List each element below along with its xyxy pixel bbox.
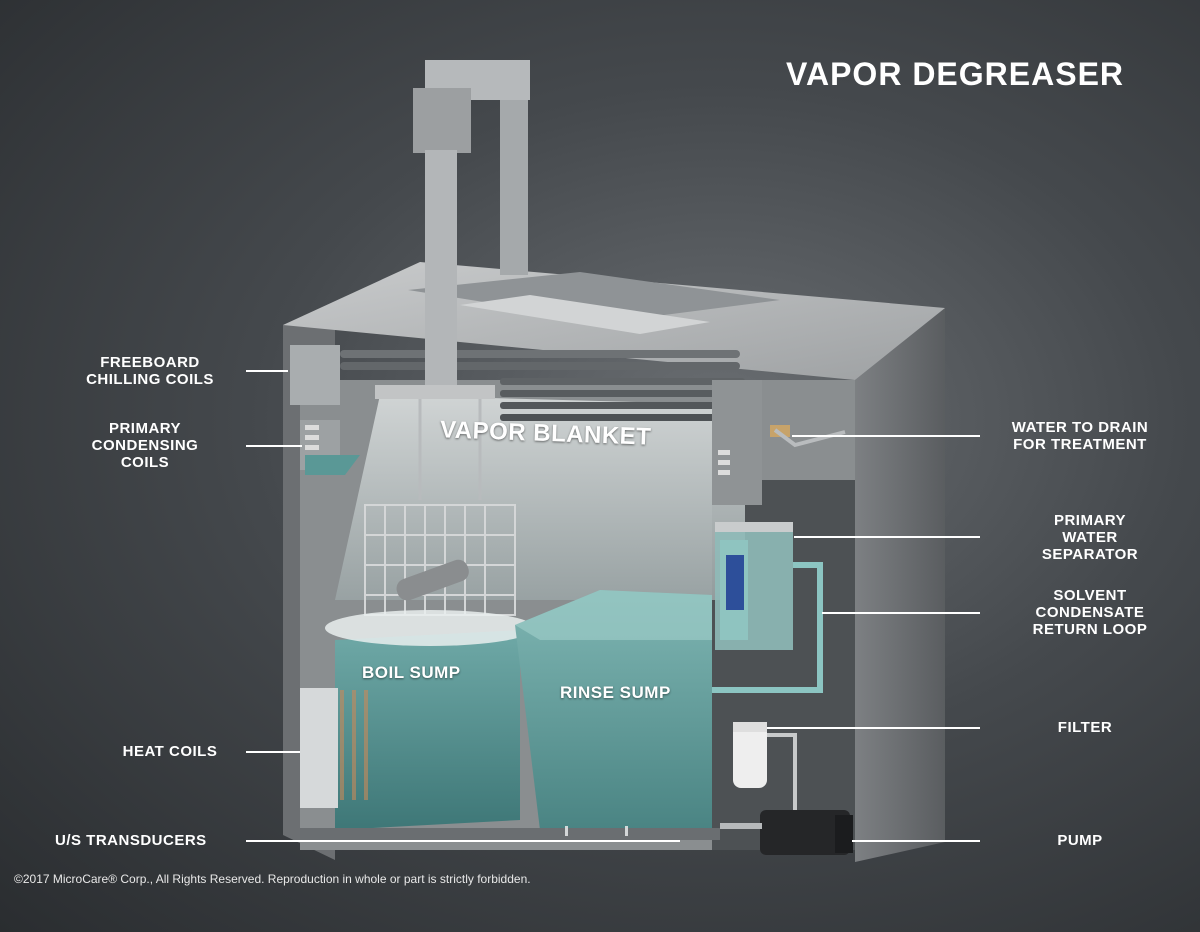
callout-water-to-drain: WATER TO DRAIN FOR TREATMENT (1011, 419, 1149, 453)
leader-line-condensing (246, 445, 302, 447)
transducers (565, 826, 628, 836)
callout-freeboard-coils: FREEBOARD CHILLING COILS (86, 354, 214, 388)
return-loop-pipe (712, 562, 823, 693)
heat-coil-elements (340, 690, 368, 800)
callout-solvent-condensate-return: SOLVENT CONDENSATE RETURN LOOP (1032, 587, 1148, 638)
copyright-notice: ©2017 MicroCare® Corp., All Rights Reser… (14, 872, 531, 886)
condensing-coils-left (300, 420, 360, 475)
filter-unit (733, 722, 797, 815)
leader-line-filter (767, 727, 980, 729)
leader-line-return-loop (822, 612, 980, 614)
callout-heat-coils: HEAT COILS (122, 743, 218, 760)
callout-pump: PUMP (1057, 832, 1103, 849)
boil-foam (325, 610, 535, 646)
diagram-title: VAPOR DEGREASER (786, 56, 1125, 92)
pump-unit (720, 810, 853, 855)
leader-line-water-drain (792, 435, 980, 437)
parts-basket (364, 504, 516, 616)
rinse-sump (515, 590, 712, 830)
rinse-surface (515, 590, 712, 640)
heat-coils-block (300, 688, 338, 808)
water-separator (715, 522, 793, 650)
callout-us-transducers: U/S TRANSDUCERS (55, 832, 207, 849)
lid-opening (408, 272, 780, 322)
leader-line-separator (794, 536, 980, 538)
hoist (375, 60, 530, 500)
part-in-basket (396, 559, 469, 601)
boil-sump-label: BOIL SUMP (362, 663, 461, 682)
rinse-sump-label: RINSE SUMP (560, 683, 671, 702)
vapor-zone (335, 395, 745, 600)
leader-line-heat-coils (246, 751, 300, 753)
boil-sump (335, 630, 520, 830)
sliding-cover (460, 295, 710, 334)
tank-floor (300, 828, 720, 840)
leader-line-transducers (246, 840, 680, 842)
callout-filter: FILTER (1057, 719, 1113, 736)
condensing-coils-right (712, 380, 790, 505)
leader-line-freeboard (246, 370, 288, 372)
cabinet-right-side (855, 308, 945, 862)
leader-line-pump (852, 840, 980, 842)
callout-primary-water-separator: PRIMARY WATER SEPARATOR (1041, 512, 1139, 563)
callout-primary-condensing-coils: PRIMARY CONDENSING COILS (91, 420, 199, 471)
